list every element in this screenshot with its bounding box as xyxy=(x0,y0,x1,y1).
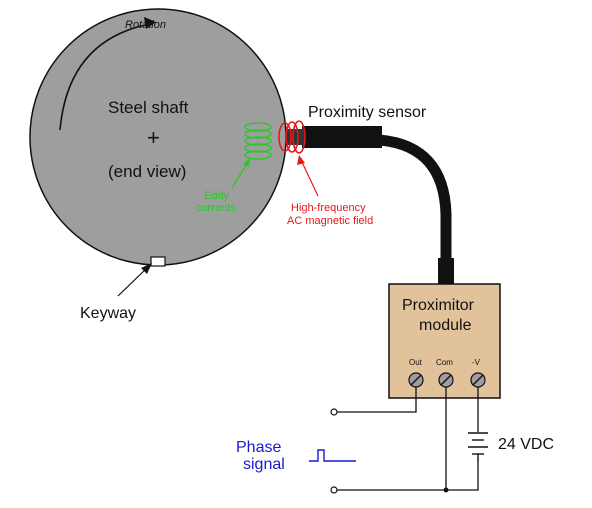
eddy-loop xyxy=(244,143,272,153)
proximitor-module: Proximitor module Out Com -V xyxy=(388,283,501,399)
sensor-connector xyxy=(438,258,454,284)
field-loop xyxy=(278,122,292,152)
eddy-loop xyxy=(244,129,272,139)
keyway-notch xyxy=(150,256,166,267)
battery-return-wire xyxy=(446,460,479,491)
out-terminal-point[interactable] xyxy=(330,408,338,416)
com-terminal-point[interactable] xyxy=(330,486,338,494)
module-label-line1: Proximitor xyxy=(402,297,475,314)
eddy-label-line1: Eddy xyxy=(204,190,230,202)
rotation-arrow xyxy=(59,23,151,131)
supply-label: 24 VDC xyxy=(498,436,554,453)
field-loop xyxy=(285,121,299,153)
eddy-arrowhead-icon xyxy=(243,158,250,167)
terminal-label-com: Com xyxy=(436,358,453,367)
terminal-label-neg-v: -V xyxy=(472,358,481,367)
terminal-com[interactable] xyxy=(438,372,454,388)
eddy-loop xyxy=(244,150,272,160)
shaft-view-label: (end view) xyxy=(108,162,186,181)
junction-dot xyxy=(443,487,449,493)
keyway-arrowhead-icon xyxy=(141,263,152,274)
field-pointer xyxy=(300,159,319,197)
sensor-label: Proximity sensor xyxy=(308,104,427,121)
field-label-line1: High-frequency xyxy=(291,202,366,214)
com-wire xyxy=(337,387,447,491)
steel-shaft: Rotation Steel shaft + (end view) Keyway xyxy=(29,8,287,322)
terminal-out[interactable] xyxy=(408,372,424,388)
out-wire xyxy=(337,387,417,413)
wiring xyxy=(337,387,479,491)
phase-pulse-icon xyxy=(309,449,356,462)
magnetic-field xyxy=(278,120,306,154)
phase-label-line2: signal xyxy=(243,456,285,473)
sensor-probe-tip xyxy=(286,129,304,145)
battery-24vdc xyxy=(468,432,488,461)
rotation-label: Rotation xyxy=(125,19,166,31)
shaft-name-label: Steel shaft xyxy=(108,98,189,117)
eddy-currents xyxy=(244,122,272,160)
keyway-label: Keyway xyxy=(80,305,136,322)
eddy-pointer xyxy=(231,161,249,189)
keyway-pointer xyxy=(117,265,150,297)
terminal-neg-v[interactable] xyxy=(470,372,486,388)
field-label-line2: AC magnetic field xyxy=(287,215,373,227)
field-loop xyxy=(292,120,306,154)
shaft-center-mark: + xyxy=(147,125,160,150)
eddy-label-line2: currents xyxy=(196,202,236,214)
sensor-probe-body xyxy=(302,126,382,148)
sensor-cable xyxy=(379,134,452,262)
rotation-arrowhead-icon xyxy=(144,17,156,29)
eddy-loop xyxy=(244,136,272,146)
field-arrowhead-icon xyxy=(297,155,305,165)
phase-label-line1: Phase xyxy=(236,439,281,456)
eddy-loop xyxy=(244,122,272,132)
module-label-line2: module xyxy=(419,317,472,334)
terminal-label-out: Out xyxy=(409,358,423,367)
proximity-sensor: Proximity sensor xyxy=(286,104,454,284)
